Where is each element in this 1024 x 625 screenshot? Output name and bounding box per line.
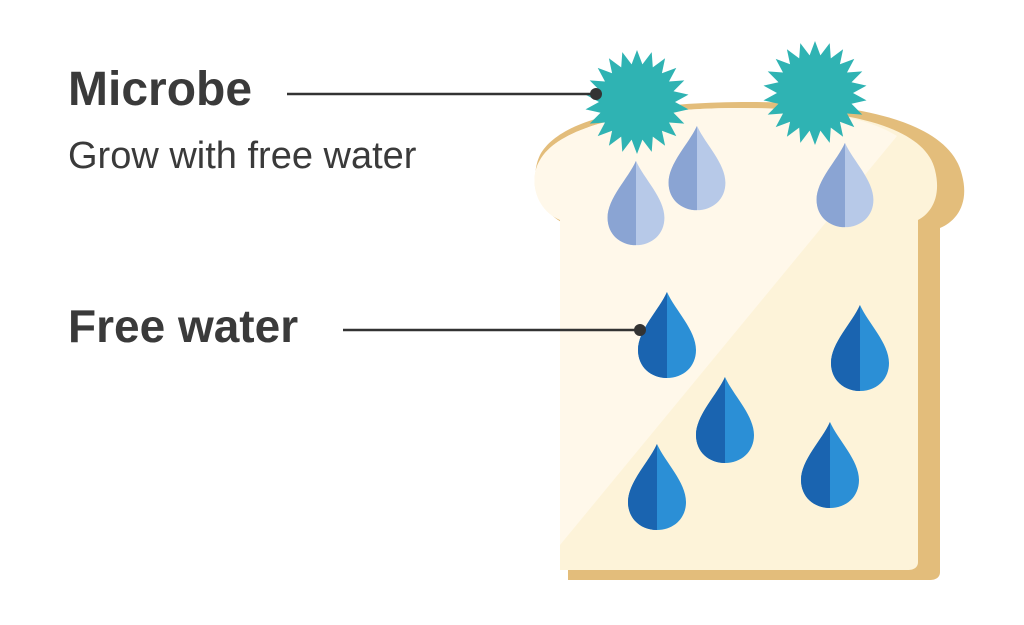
microbe-body — [763, 41, 867, 145]
free-water-label: Free water — [68, 300, 299, 352]
microbe-leader-line — [287, 88, 602, 100]
water-drop-icon — [696, 377, 754, 463]
microbe-label: Microbe — [68, 63, 253, 116]
water-drop-icon — [801, 422, 859, 508]
microbe-body — [585, 50, 689, 154]
free-water-leader-line — [343, 324, 646, 336]
water-drop-icon — [638, 292, 696, 378]
microbe-icon — [763, 41, 867, 145]
bread-slice-icon — [534, 102, 965, 580]
water-drop-icon — [831, 305, 889, 391]
microbe-description: Grow with free water — [68, 135, 417, 177]
water-drop-light-icon — [607, 160, 665, 246]
water-drop-light-icon — [668, 125, 726, 211]
microbe-icon — [585, 50, 689, 154]
water-drop-icon — [628, 444, 686, 530]
water-drop-light-icon — [816, 142, 874, 228]
